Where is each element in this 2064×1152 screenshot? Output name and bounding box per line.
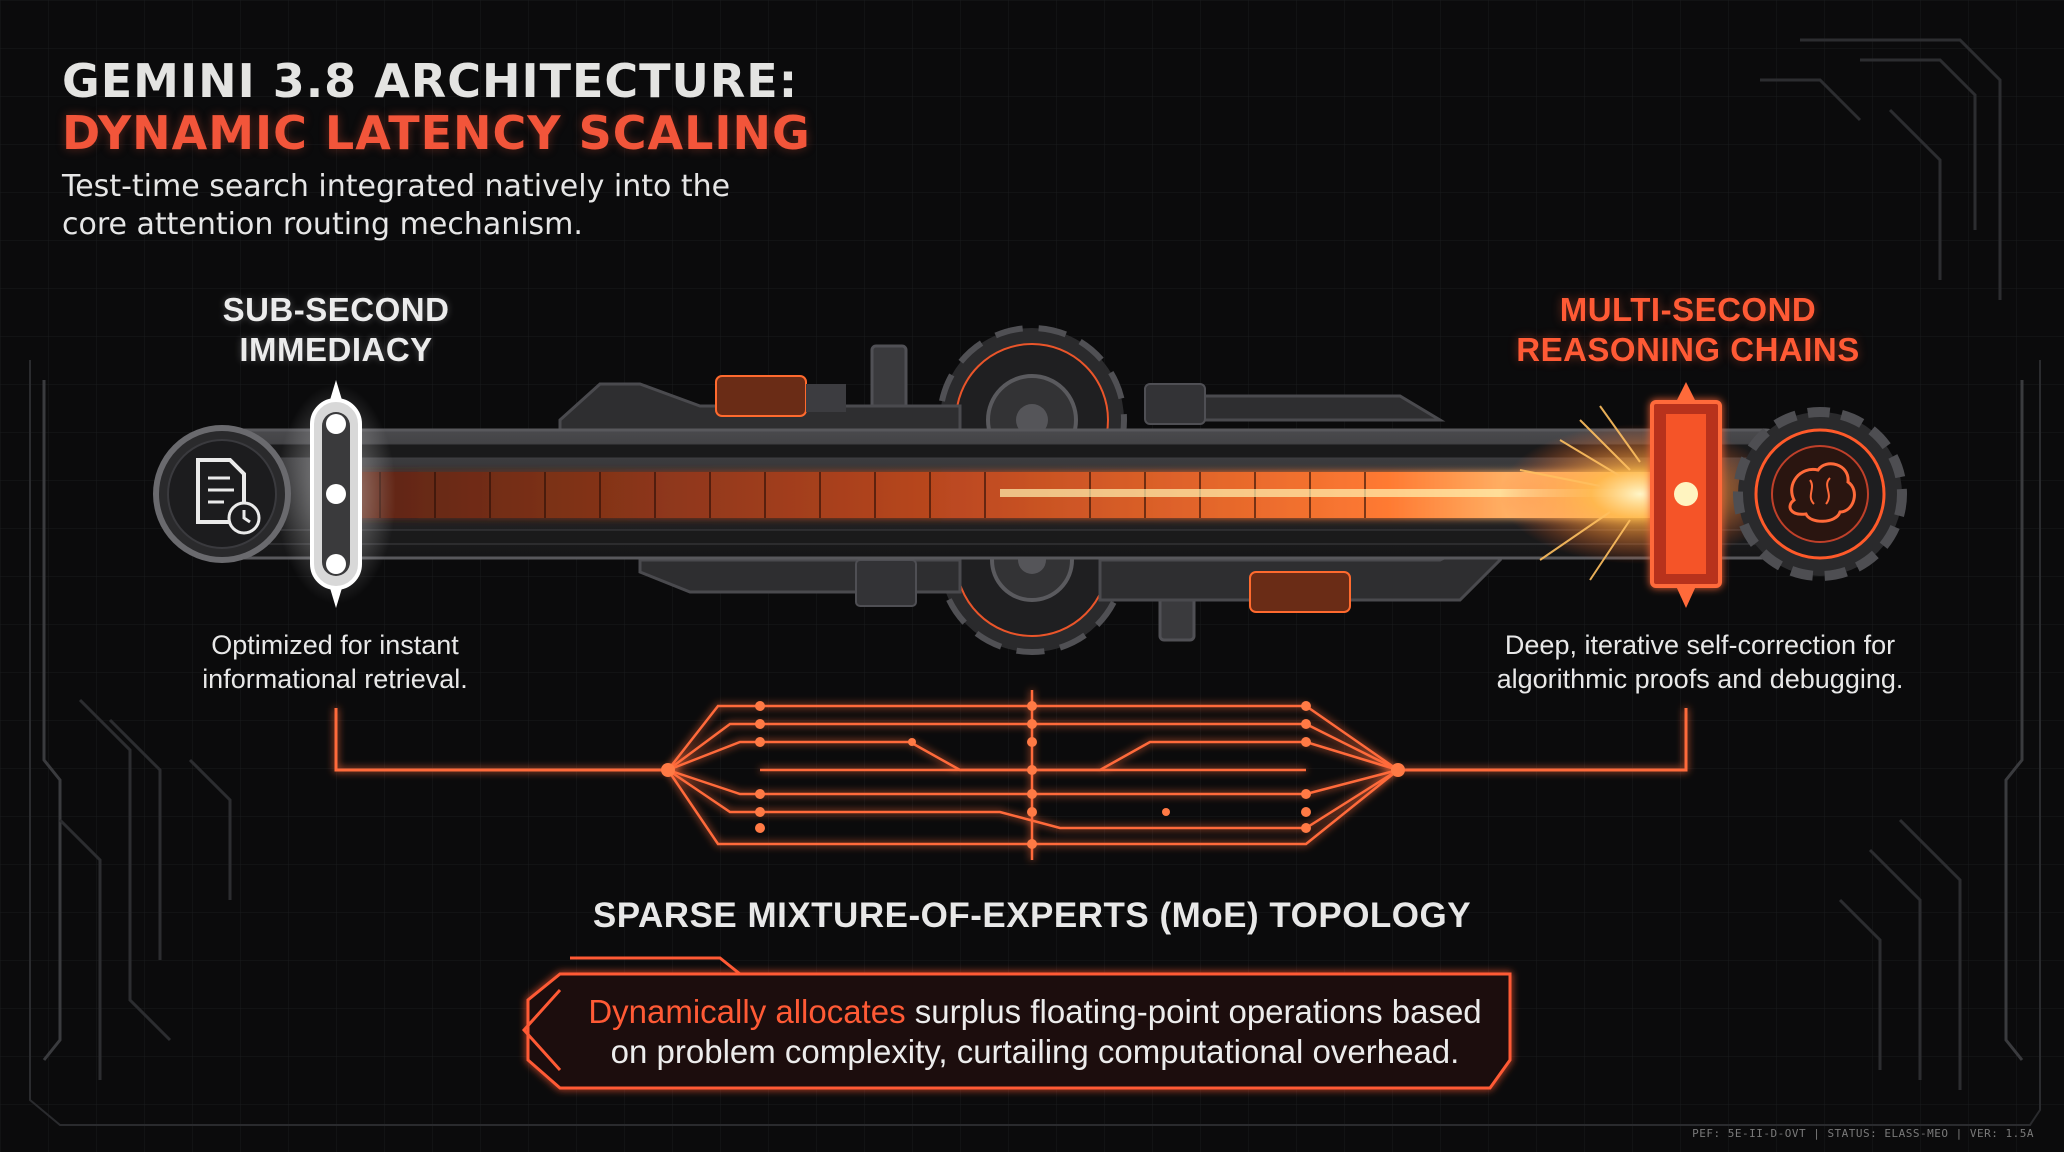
connector-right	[1398, 708, 1688, 772]
beam-core-line	[1000, 489, 1650, 497]
frame-bracket-left	[42, 380, 62, 1061]
page-title-accent: DYNAMIC LATENCY SCALING	[62, 106, 811, 160]
left-slider-knob-top	[326, 414, 346, 434]
document-clock-icon	[153, 425, 291, 563]
callout-box	[526, 972, 1512, 1090]
right-slider-arrow-down	[1676, 586, 1696, 608]
brain-gear-icon	[1733, 407, 1907, 581]
callout-body: surplus floating-point operations based …	[610, 993, 1482, 1070]
circuit-traces-right	[1760, 38, 2002, 1090]
machinery-bottom	[638, 538, 1503, 613]
connector-left	[334, 708, 668, 772]
left-slider-knob-mid	[326, 484, 346, 504]
sparks	[1519, 405, 1641, 581]
frame-bracket-right	[2004, 380, 2024, 1061]
left-slider-knob-bottom	[326, 554, 346, 574]
left-endpoint-description: Optimized for instant informational retr…	[202, 630, 468, 694]
right-slider-arrow-up	[1676, 382, 1696, 402]
footer-meta: PEF: 5E-II-D-OVT | STATUS: ELASS-MEO | V…	[1692, 1127, 2034, 1140]
callout-highlight: Dynamically allocates	[588, 993, 906, 1030]
page-title: GEMINI 3.8 ARCHITECTURE:	[62, 54, 799, 108]
frame-border	[29, 360, 2041, 1126]
topology-label: SPARSE MIXTURE-OF-EXPERTS (MoE) TOPOLOGY	[592, 896, 1472, 935]
left-endpoint-label: SUB-SECOND IMMEDIACY	[222, 291, 450, 368]
callout-arrow	[521, 988, 562, 1072]
page-subtitle: Test-time search integrated natively int…	[62, 169, 731, 242]
circuit-traces-left	[58, 698, 232, 1080]
left-slider-arrow-up	[330, 380, 342, 400]
right-slider-core	[1674, 482, 1698, 506]
right-endpoint-label: MULTI-SECOND REASONING CHAINS	[1516, 291, 1860, 368]
callout-text: Dynamically allocates surplus floating-p…	[570, 992, 1500, 1072]
moe-nodes	[661, 701, 1405, 849]
left-slider-arrow-down	[330, 588, 342, 608]
right-endpoint-description: Deep, iterative self-correction for algo…	[1496, 630, 1904, 694]
machinery-top	[558, 375, 1446, 434]
callout-tab	[570, 956, 741, 976]
